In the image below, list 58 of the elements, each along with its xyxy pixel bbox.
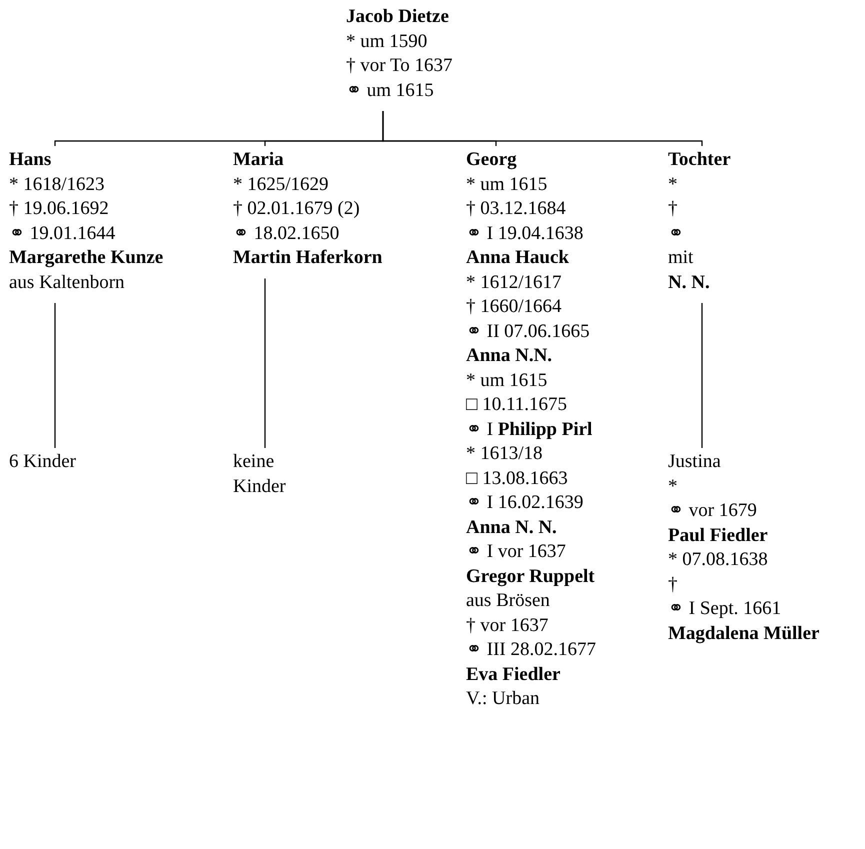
person-name: Tochter <box>668 148 731 172</box>
person-name: Anna N. N. <box>466 516 557 540</box>
person-name: Martin Haferkorn <box>233 246 382 270</box>
record-text: † 03.12.1684 <box>466 197 566 221</box>
record-text: keine Kinder <box>233 450 287 498</box>
person-name: Eva Fiedler <box>466 662 560 686</box>
record-text: 6 Kinder <box>9 450 76 474</box>
family-line <box>54 303 56 448</box>
record-text: ⚭ 18.02.1650 <box>233 222 340 246</box>
record-text: ⚭ II 07.06.1665 <box>466 320 590 344</box>
person-name: Margarethe Kunze <box>9 246 164 270</box>
record-text: ⚭ vor 1679 <box>668 499 757 523</box>
record-text: ⚭ <box>668 222 684 246</box>
person-name: Anna Hauck <box>466 246 569 270</box>
record-text: * <box>668 172 678 196</box>
record-text: * 1618/1623 <box>9 172 105 196</box>
person-name: Jacob Dietze <box>346 5 449 29</box>
record-text: ⚭ I Philipp Pirl <box>466 418 592 442</box>
person-name: Paul Fiedler <box>668 524 768 548</box>
record-text: * <box>668 474 678 498</box>
record-text: ⚭ III 28.02.1677 <box>466 638 596 662</box>
record-text: ⚭ I 16.02.1639 <box>466 491 584 515</box>
person-name: Anna N.N. <box>466 344 552 368</box>
family-line <box>701 303 703 448</box>
record-text: Justina <box>668 450 721 474</box>
record-text: † <box>668 572 678 596</box>
person-name: Gregor Ruppelt <box>466 564 595 588</box>
record-text: † 19.06.1692 <box>9 197 109 221</box>
person-name: Magdalena Müller <box>668 622 820 646</box>
record-text: aus Kaltenborn <box>9 270 125 294</box>
person-name: Maria <box>233 148 284 172</box>
record-text: * um 1615 <box>466 368 548 392</box>
record-text: † vor 1637 <box>466 614 548 638</box>
record-text: * 1625/1629 <box>233 172 329 196</box>
person-name: Hans <box>9 148 52 172</box>
record-text: † <box>668 197 678 221</box>
record-text: ⚭ I vor 1637 <box>466 540 566 564</box>
person-name: N. N. <box>668 270 710 294</box>
record-text: * 1612/1617 <box>466 270 562 294</box>
family-line <box>382 111 703 146</box>
record-text: ⚭ 19.01.1644 <box>9 222 116 246</box>
record-text: □ 10.11.1675 <box>466 393 568 417</box>
record-text: □ 13.08.1663 <box>466 466 568 490</box>
record-text: * 1613/18 <box>466 442 543 466</box>
record-text: aus Brösen <box>466 589 550 613</box>
record-text: mit <box>668 246 694 270</box>
record-text: * um 1615 <box>466 172 548 196</box>
record-text: ⚭ I 19.04.1638 <box>466 222 584 246</box>
record-text: ⚭ um 1615 <box>346 78 434 102</box>
record-text: V.: Urban <box>466 687 540 711</box>
record-text: * um 1590 <box>346 30 428 54</box>
record-text: * 07.08.1638 <box>668 548 768 572</box>
record-text: ⚭ I Sept. 1661 <box>668 597 782 621</box>
record-text: † 02.01.1679 (2) <box>233 197 360 221</box>
person-name: Georg <box>466 148 517 172</box>
record-text: † vor To 1637 <box>346 54 453 78</box>
record-text: † 1660/1664 <box>466 295 562 319</box>
family-line <box>264 278 266 448</box>
